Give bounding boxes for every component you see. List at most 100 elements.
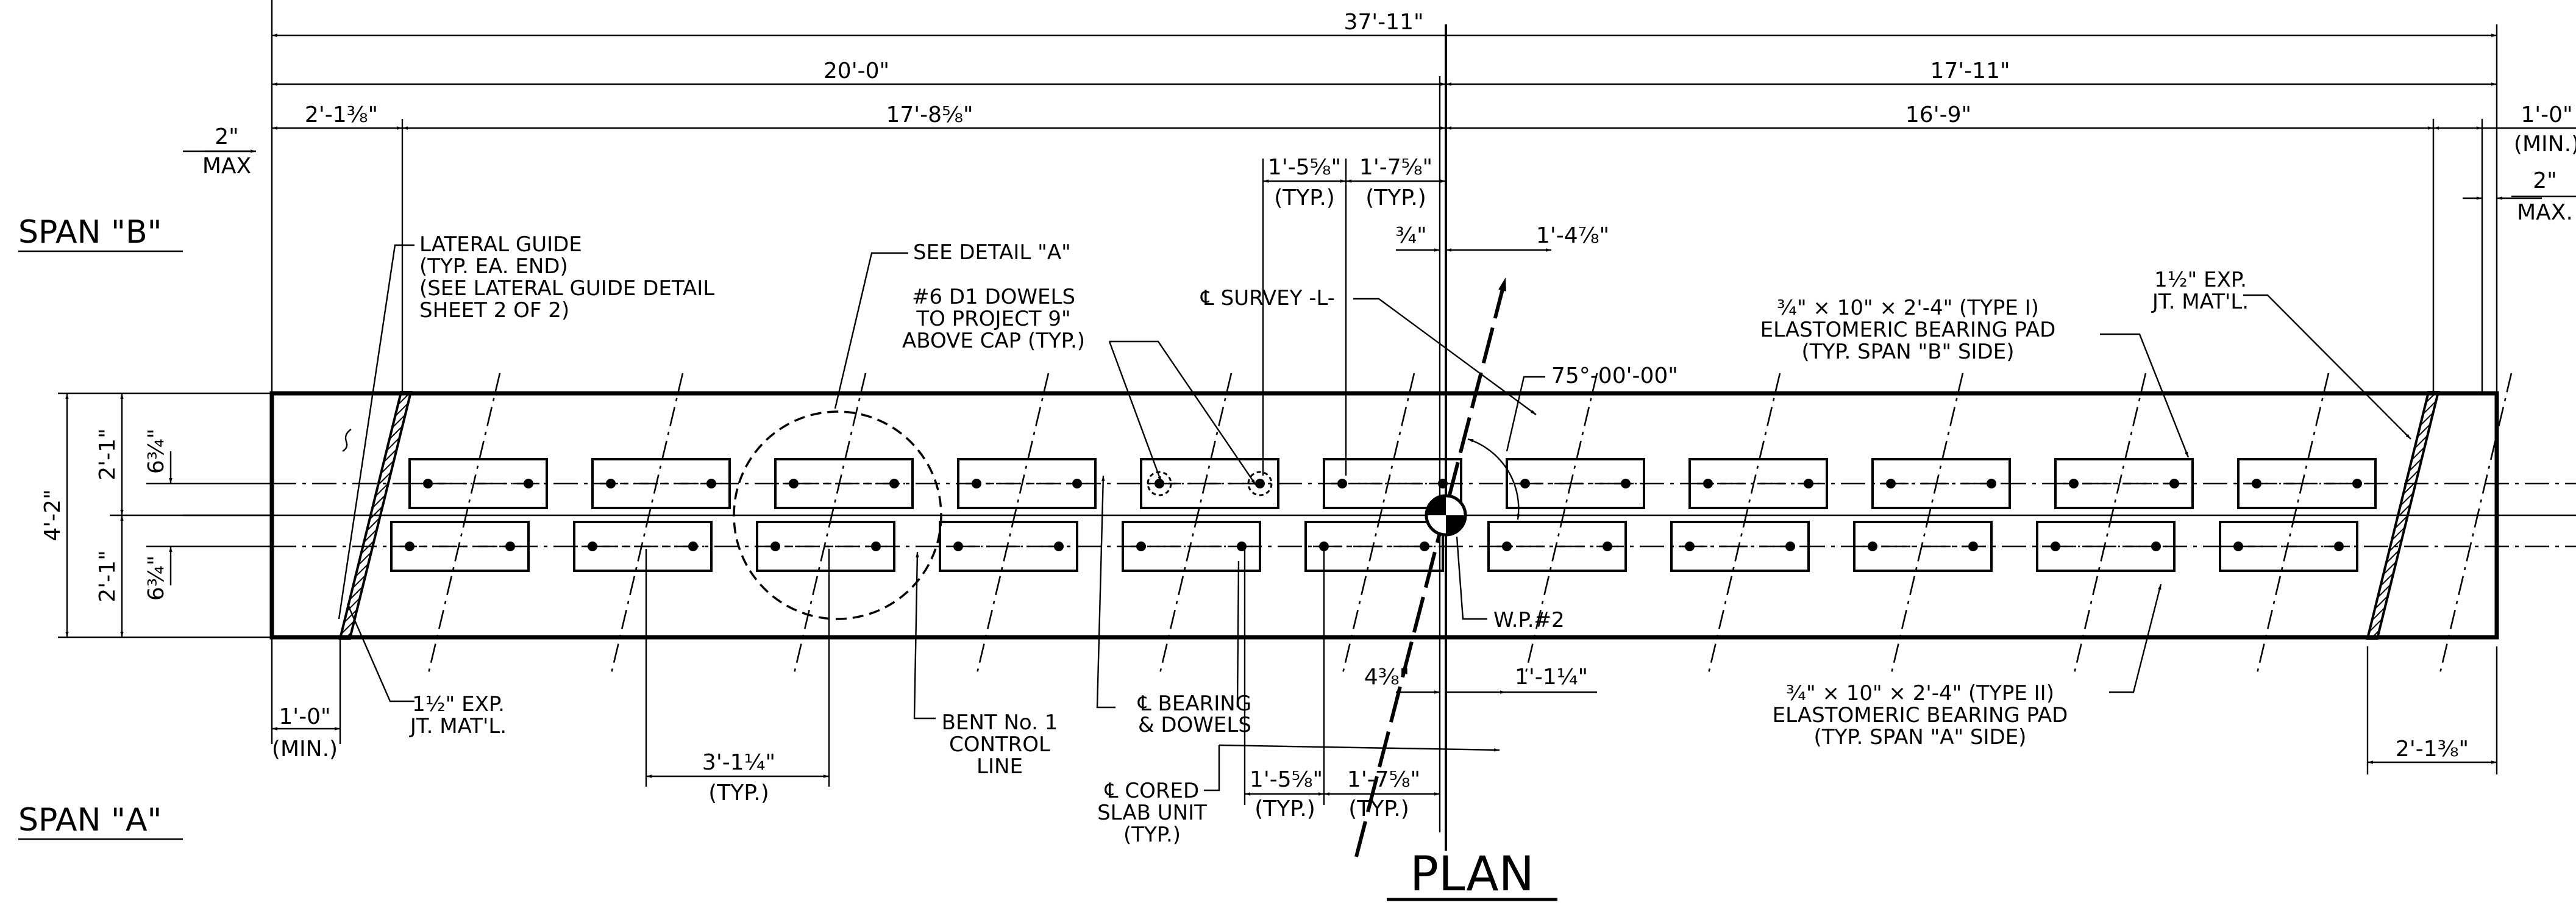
bottom-bearing-pad-4 bbox=[939, 521, 1078, 572]
top-bearing-pad-4 bbox=[957, 458, 1097, 509]
working-point-symbol bbox=[1425, 494, 1467, 537]
dim-four-three: 4⅜" bbox=[1364, 665, 1409, 690]
dim-right-mid: 16'-9" bbox=[1905, 102, 1971, 127]
svg-text:ABOVE CAP (TYP.): ABOVE CAP (TYP.) bbox=[902, 329, 1085, 353]
dim-bottom-min-word: (MIN.) bbox=[272, 737, 338, 762]
dim-right-end: 2'-1⅜" bbox=[2396, 737, 2469, 762]
bottom-bearing-pad-8 bbox=[1670, 521, 1810, 572]
dim-top-a-typ: (TYP.) bbox=[1274, 185, 1335, 210]
svg-text:SHEET 2 OF 2): SHEET 2 OF 2) bbox=[419, 298, 569, 323]
note-cored-slab: ℄ CORED SLAB UNIT (TYP.) bbox=[1097, 779, 1207, 847]
dim-right-min-val: 1'-0" bbox=[2521, 102, 2572, 127]
svg-text:¾" × 10" × 2'-4" (TYPE I): ¾" × 10" × 2'-4" (TYPE I) bbox=[1777, 296, 2039, 320]
note-dowels: #6 D1 DOWELS TO PROJECT 9" ABOVE CAP (TY… bbox=[902, 285, 1085, 353]
svg-text:TO PROJECT 9": TO PROJECT 9" bbox=[916, 307, 1070, 331]
dim-left-mid: 17'-8⅝" bbox=[886, 102, 973, 127]
bottom-bearing-pad-3 bbox=[756, 521, 895, 572]
left-dimensions bbox=[58, 392, 272, 638]
dim-one-one: 1'-1¼" bbox=[1515, 665, 1588, 690]
dim-left-max-val: 2" bbox=[215, 124, 238, 149]
top-bearing-pad-6 bbox=[1323, 458, 1462, 509]
dim-bot-b-typ: (TYP.) bbox=[1348, 796, 1409, 821]
svg-text:1½" EXP.: 1½" EXP. bbox=[412, 692, 505, 717]
note-pad-type2: ¾" × 10" × 2'-4" (TYPE II) ELASTOMERIC B… bbox=[1773, 681, 2068, 749]
svg-text:℄ CORED: ℄ CORED bbox=[1105, 779, 1199, 803]
note-lateral-guide: LATERAL GUIDE (TYP. EA. END) (SEE LATERA… bbox=[419, 232, 714, 323]
svg-text:(TYP. EA. END): (TYP. EA. END) bbox=[419, 254, 568, 279]
dim-bot-a-typ: (TYP.) bbox=[1254, 796, 1315, 821]
dim-right-max-word: MAX. bbox=[2517, 200, 2573, 225]
svg-text:SLAB UNIT: SLAB UNIT bbox=[1097, 801, 1207, 825]
dim-angle: 75°-00'-00" bbox=[1551, 363, 1678, 388]
svg-text:(SEE LATERAL GUIDE DETAIL: (SEE LATERAL GUIDE DETAIL bbox=[419, 276, 714, 301]
top-bearing-pad-5 bbox=[1140, 458, 1279, 509]
bottom-bearing-pad-1 bbox=[390, 521, 530, 572]
svg-text:(TYP. SPAN "A" SIDE): (TYP. SPAN "A" SIDE) bbox=[1814, 725, 2027, 749]
right-expansion-joint bbox=[2366, 391, 2440, 640]
bottom-dimensions bbox=[271, 549, 2498, 805]
svg-text:#6 D1 DOWELS: #6 D1 DOWELS bbox=[912, 285, 1075, 309]
svg-text:ELASTOMERIC BEARING PAD: ELASTOMERIC BEARING PAD bbox=[1773, 703, 2068, 727]
left-expansion-joint bbox=[338, 391, 413, 640]
note-see-detail-a: SEE DETAIL "A" bbox=[913, 240, 1071, 265]
note-exp-bot: 1½" EXP. JT. MAT'L. bbox=[409, 692, 507, 738]
skew-angle-arc bbox=[1467, 438, 1520, 520]
dim-spacing-typ: (TYP.) bbox=[708, 781, 769, 806]
cored-slab-line-3 bbox=[792, 373, 867, 676]
note-working-point: W.P.#2 bbox=[1493, 608, 1565, 632]
svg-text:LATERAL GUIDE: LATERAL GUIDE bbox=[419, 232, 582, 257]
bottom-bearing-pad-6 bbox=[1304, 521, 1444, 572]
dim-height-total: 4'-2" bbox=[40, 489, 65, 541]
cored-slab-line-2 bbox=[610, 373, 684, 676]
plan-title: PLAN bbox=[1410, 847, 1534, 902]
dim-off-top: 6¾" bbox=[144, 429, 169, 474]
bottom-bearing-pad-9 bbox=[1853, 521, 1993, 572]
top-bearing-pad-11 bbox=[2237, 458, 2377, 509]
dim-left-end: 2'-1⅜" bbox=[305, 102, 378, 127]
top-dimensions bbox=[183, 0, 2576, 476]
dim-left-max-word: MAX bbox=[202, 154, 251, 179]
top-bearing-pad-8 bbox=[1688, 458, 1828, 509]
bottom-bearing-pad-2 bbox=[573, 521, 713, 572]
note-exp-top: 1½" EXP. JT. MAT'L. bbox=[2151, 268, 2249, 314]
leader-lines bbox=[338, 244, 2411, 792]
detail-a-circle bbox=[733, 410, 942, 620]
dim-top-a: 1'-5⅝" bbox=[1268, 155, 1341, 180]
svg-text:CONTROL: CONTROL bbox=[949, 732, 1050, 757]
dim-right-min-word: (MIN.) bbox=[2514, 132, 2576, 157]
cored-slab-line-7 bbox=[1524, 373, 1598, 676]
dim-height-bot: 2'-1" bbox=[95, 550, 120, 602]
bottom-bearing-pad-10 bbox=[2036, 521, 2176, 572]
cored-slab-line-10 bbox=[2073, 373, 2147, 676]
cored-slab-line-8 bbox=[1707, 373, 1781, 676]
cored-slab-line-5 bbox=[1158, 373, 1233, 676]
svg-text:JT. MAT'L.: JT. MAT'L. bbox=[409, 714, 507, 738]
dim-bottom-min-val: 1'-0" bbox=[279, 704, 330, 729]
svg-text:ELASTOMERIC BEARING PAD: ELASTOMERIC BEARING PAD bbox=[1760, 318, 2056, 342]
dim-top-b: 1'-7⅝" bbox=[1359, 155, 1432, 180]
svg-text:JT. MAT'L.: JT. MAT'L. bbox=[2151, 290, 2249, 314]
svg-text:(TYP.): (TYP.) bbox=[1123, 823, 1181, 847]
top-bearing-pad-2 bbox=[591, 458, 731, 509]
cored-slab-line-4 bbox=[975, 373, 1050, 676]
note-bearing-dowels: ℄ BEARING & DOWELS bbox=[1137, 692, 1251, 737]
svg-text:(TYP. SPAN "B" SIDE): (TYP. SPAN "B" SIDE) bbox=[1802, 340, 2015, 364]
cored-slab-line-1 bbox=[427, 373, 501, 676]
svg-text:1½" EXP.: 1½" EXP. bbox=[2154, 268, 2247, 292]
dim-right-max-val: 2" bbox=[2533, 168, 2556, 193]
dim-top-b-typ: (TYP.) bbox=[1365, 185, 1426, 210]
dim-one-four: 1'-4⅞" bbox=[1536, 223, 1609, 248]
svg-text:¾" × 10" × 2'-4" (TYPE II): ¾" × 10" × 2'-4" (TYPE II) bbox=[1786, 681, 2054, 706]
dim-three-quarter: ¾" bbox=[1395, 223, 1426, 248]
svg-text:& DOWELS: & DOWELS bbox=[1138, 713, 1251, 737]
dim-height-top: 2'-1" bbox=[95, 428, 120, 480]
dim-overall: 37'-11" bbox=[1343, 10, 1423, 35]
top-bearing-pad-1 bbox=[408, 458, 548, 509]
cored-slab-lines bbox=[427, 373, 2513, 676]
bearing-pads bbox=[390, 458, 2377, 572]
dim-bot-a: 1'-5⅝" bbox=[1250, 767, 1323, 792]
svg-text:LINE: LINE bbox=[977, 754, 1023, 779]
bottom-bearing-pad-11 bbox=[2219, 521, 2358, 572]
bottom-bearing-pad-7 bbox=[1487, 521, 1627, 572]
